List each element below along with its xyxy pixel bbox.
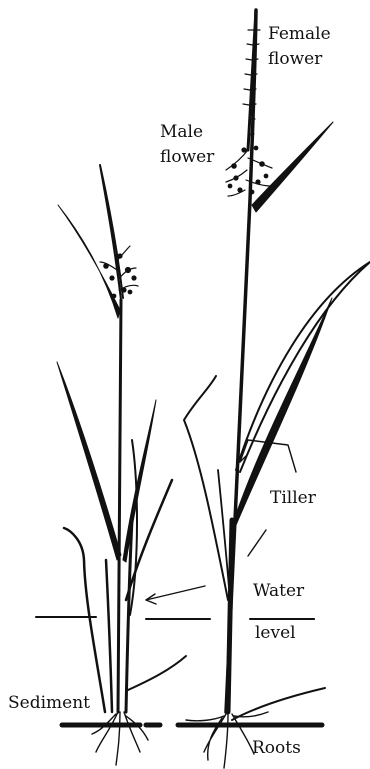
male-flower-label-line2: flower — [160, 147, 214, 167]
left-side-shoot — [64, 528, 105, 712]
level-label: level — [255, 623, 296, 643]
male-flower-label-line1: Male — [160, 122, 203, 142]
left-roots — [92, 712, 148, 765]
water-arrow-shaft — [146, 586, 205, 600]
tiller-label: Tiller — [270, 488, 316, 508]
left-plant-stem-3 — [106, 560, 112, 712]
sediment-label: Sediment — [8, 693, 90, 713]
roots-label: Roots — [252, 738, 301, 758]
left-runner — [128, 656, 186, 690]
female-flower-label-line2: flower — [268, 49, 322, 69]
right-leaf-6 — [232, 688, 325, 720]
left-leaf-5 — [126, 480, 172, 600]
left-plant-stem — [118, 300, 121, 712]
left-leaf-4 — [123, 400, 156, 562]
female-flower-label-line1: Female — [268, 24, 331, 44]
water-label: Water — [253, 581, 304, 601]
right-leaf-1 — [252, 122, 333, 212]
tiller-leader-line — [248, 530, 266, 556]
right-leaf-4 — [184, 376, 228, 600]
right-plant-stem-base — [228, 520, 232, 712]
